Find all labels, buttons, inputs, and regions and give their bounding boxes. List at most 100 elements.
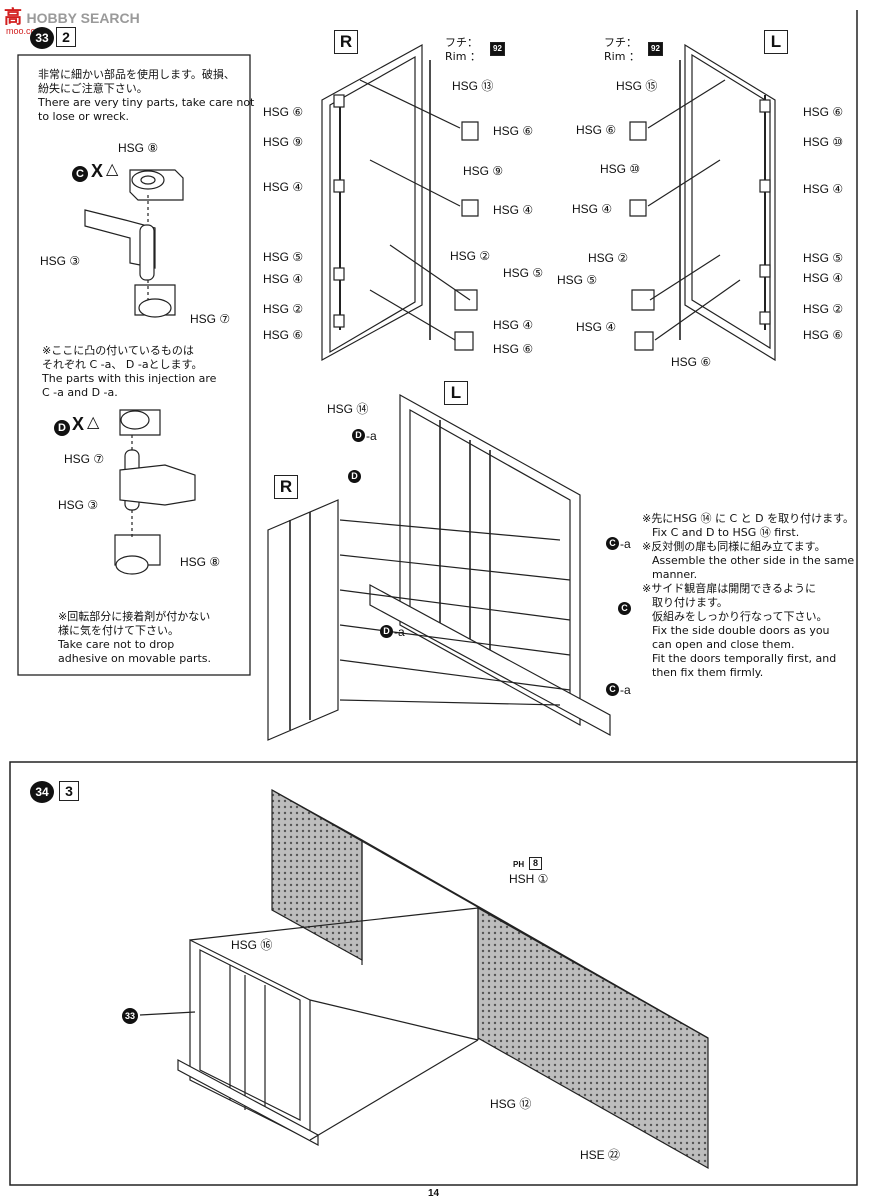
rim-part-l: 92 — [648, 42, 663, 56]
label-hsg12: HSG ⑫ — [490, 1097, 532, 1111]
door-l-label: HSG ⑥ — [803, 105, 844, 119]
door-l-label: HSG ④ — [572, 202, 613, 216]
note-line: それぞれ C -a、 D -aとします。 — [42, 358, 203, 371]
note-tiny-parts: 非常に細かい部品を使用します。破損、 紛失にご注意下さい。 There are … — [38, 68, 254, 124]
note-line: ※回転部分に接着剤が付かない — [58, 610, 211, 623]
door-l-label: HSG ⑩ — [600, 162, 641, 176]
label-hsg16: HSG ⑯ — [231, 938, 273, 952]
assembly-l-tag: L — [444, 381, 468, 405]
c-mark-icon: C — [606, 537, 619, 550]
door-l-label: HSG ② — [803, 302, 844, 316]
door-l-label: HSG ④ — [803, 271, 844, 285]
note-line: then fix them firmly. — [652, 666, 764, 679]
note-line: The parts with this injection are — [42, 372, 217, 385]
assembly-hsg14: HSG ⑭ — [327, 402, 369, 416]
label-hsg8-top: HSG ⑧ — [118, 141, 159, 155]
label-hsg7-top: HSG ⑦ — [190, 312, 231, 326]
ph8-box: 8 — [529, 857, 542, 870]
note-line: manner. — [652, 568, 698, 581]
warning-triangle-icon: △ — [106, 161, 119, 178]
note-line: 仮組みをしっかり行なって下さい。 — [652, 610, 828, 623]
label-hsh1: HSH ① — [509, 872, 549, 886]
door-r-label: HSG ⑥ — [493, 342, 534, 356]
d-mark-icon: D — [380, 625, 393, 638]
note-adhesive: ※回転部分に接着剤が付かない 様に気を付けて下さい。 Take care not… — [58, 610, 211, 666]
door-r-label: HSG ⑥ — [493, 124, 534, 138]
note-line: adhesive on movable parts. — [58, 652, 212, 665]
door-l-label: HSG ② — [588, 251, 629, 265]
door-l-label: HSG ⑤ — [557, 273, 598, 287]
door-l-label: HSG ⑤ — [803, 251, 844, 265]
c-mark-icon: C — [606, 683, 619, 696]
door-r-label: HSG ④ — [263, 180, 304, 194]
c-mark-icon: C — [72, 166, 88, 182]
d-mark-icon: D — [352, 429, 365, 442]
d-a-label: -a — [366, 429, 377, 443]
note-line: Fix C and D to HSG ⑭ first. — [652, 526, 800, 539]
door-l-tag: L — [764, 30, 788, 54]
rim-part-r: 92 — [490, 42, 505, 56]
note-injection-mark: ※ここに凸の付いているものは それぞれ C -a、 D -aとします。 The … — [42, 344, 216, 400]
note-line: Take care not to drop — [58, 638, 175, 651]
note-line: ※サイド観音扉は開閉できるように — [642, 582, 816, 595]
door-r-label: HSG ⑨ — [463, 164, 504, 178]
ph-prefix: PH — [513, 860, 525, 869]
rim-note-r: フチ： Rim ： — [445, 36, 481, 64]
d-mark-icon: D — [348, 470, 361, 483]
rim-en: Rim ： — [604, 50, 640, 63]
watermark-brand-b: HOBBY SEARCH — [26, 10, 140, 26]
step-number-circle: 33 — [30, 27, 54, 49]
label-hsg8-bot: HSG ⑧ — [180, 555, 221, 569]
note-line: ※先にHSG ⑭ に C と D を取り付けます。 — [642, 512, 855, 525]
door-r-label: HSG ⑤ — [503, 266, 544, 280]
label-hsg3-bot: HSG ③ — [58, 498, 99, 512]
page-number: 14 — [428, 1188, 440, 1199]
note-line: C -a and D -a. — [42, 386, 118, 399]
door-r-label: HSG ④ — [493, 203, 534, 217]
door-r-label: HSG ⑨ — [263, 135, 304, 149]
rim-note-l: フチ： Rim ： — [604, 36, 640, 64]
door-r-label: HSG ⑤ — [263, 250, 304, 264]
step-sub-box-2: 3 — [59, 781, 79, 801]
note-line: ※反対側の扉も同様に組み立てます。 — [642, 540, 826, 553]
door-r-tag: R — [334, 30, 358, 54]
note-line: can open and close them. — [652, 638, 795, 651]
d-a-label-2: -a — [394, 625, 405, 639]
step-number-circle-2: 34 — [30, 781, 54, 803]
c-mark-icon: C — [618, 602, 631, 615]
door-l-label: HSG ⑥ — [671, 355, 712, 369]
note-line: ※ここに凸の付いているものは — [42, 344, 194, 357]
door-r-label: HSG ④ — [493, 318, 534, 332]
warning-triangle-icon: △ — [87, 414, 100, 431]
watermark-sub: moo.com — [6, 26, 44, 36]
assembly-r-tag: R — [274, 475, 298, 499]
c-a-label: -a — [620, 537, 631, 551]
note-line: 取り付けます。 — [652, 596, 728, 609]
door-l-label: HSG ⑥ — [803, 328, 844, 342]
note-line: to lose or wreck. — [38, 110, 130, 123]
note-line: Assemble the other side in the same — [652, 554, 855, 567]
note-line: 非常に細かい部品を使用します。破損、 — [38, 68, 235, 81]
note-line: Fit the doors temporally first, and — [652, 652, 837, 665]
assembly-notes: ※先にHSG ⑭ に C と D を取り付けます。 Fix C and D to… — [642, 512, 854, 680]
label-hsg3-top: HSG ③ — [40, 254, 81, 268]
rim-en: Rim ： — [445, 50, 481, 63]
note-line: 紛失にご注意下さい。 — [38, 82, 148, 95]
door-l-label: HSG ⑩ — [803, 135, 844, 149]
watermark: 高 HOBBY SEARCH — [4, 3, 140, 29]
door-r-label: HSG ② — [263, 302, 304, 316]
step-sub-box: 2 — [56, 27, 76, 47]
door-r-label: HSG ④ — [263, 272, 304, 286]
label-hse22: HSE ㉒ — [580, 1148, 621, 1162]
rim-jp: フチ： — [445, 36, 478, 49]
door-r-label: HSG ② — [450, 249, 491, 263]
door-l-label: HSG ④ — [576, 320, 617, 334]
door-r-label: HSG ⑥ — [263, 105, 304, 119]
door-l-label: HSG ⑮ — [616, 79, 658, 93]
rim-jp: フチ： — [604, 36, 637, 49]
c-a-label-2: -a — [620, 683, 631, 697]
x-mark: X — [91, 161, 104, 181]
x-mark-2: X — [72, 414, 85, 434]
d-mark-icon: D — [54, 420, 70, 436]
